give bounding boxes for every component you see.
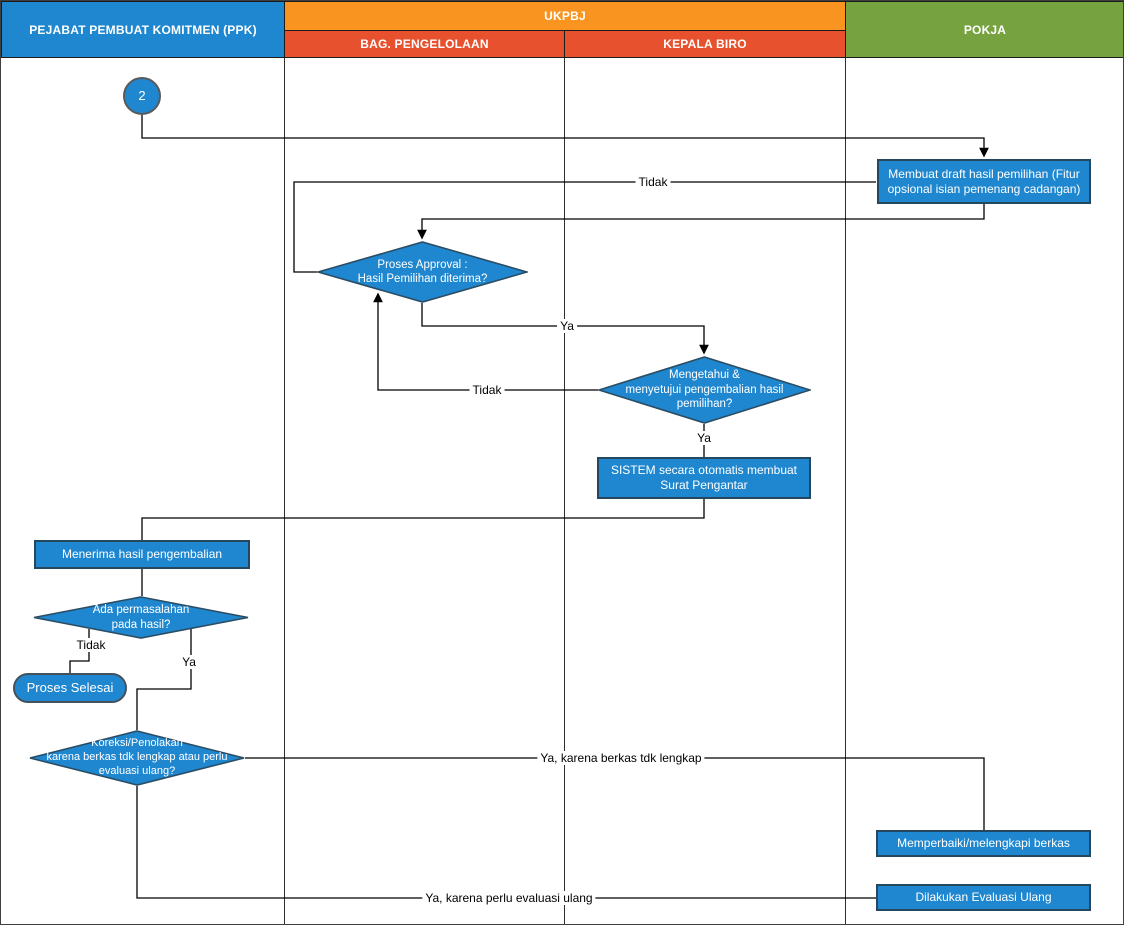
node-dilakukan-evaluasi-ulang: Dilakukan Evaluasi Ulang [876, 884, 1091, 911]
connector-koreksi-to-evaluasi-ulang [136, 786, 876, 899]
connector-membuat-draft-to-approval [417, 204, 985, 240]
node-label: Mengetahui & menyetujui pengembalian has… [625, 369, 784, 411]
node-decision-ada-permasalahan: Ada permasalahan pada hasil? [33, 596, 249, 639]
connector-approval-tidak-to-membuat-draft [293, 181, 876, 273]
connector-ya-to-koreksi [136, 629, 192, 730]
lane-header-ppk: PEJABAT PEMBUAT KOMITMEN (PPK) [1, 1, 285, 58]
node-memperbaiki-berkas: Memperbaiki/melengkapi berkas [876, 830, 1091, 857]
diamond-shape [317, 241, 528, 303]
lane-header-pokja: POKJA [845, 1, 1123, 58]
connector-sistem-to-menerima [141, 499, 705, 540]
node-decision-proses-approval: Proses Approval : Hasil Pemilihan diteri… [317, 241, 528, 303]
node-start-connector: 2 [123, 77, 161, 115]
diamond-shape [29, 730, 245, 786]
edge-label-tidak-kepala: Tidak [469, 383, 505, 397]
node-menerima-hasil: Menerima hasil pengembalian [34, 540, 250, 569]
edge-label-ya-kepala: Ya [694, 431, 714, 445]
lane-header-bag-pengelolaan: BAG. PENGELOLAAN [284, 30, 565, 58]
node-membuat-draft: Membuat draft hasil pemilihan (Fitur ops… [877, 159, 1091, 204]
edge-label-ya-masalah: Ya [179, 655, 199, 669]
connector-koreksi-to-memperbaiki [245, 757, 985, 830]
node-decision-koreksi-penolakan: Koreksi/Penolakan karena berkas tdk leng… [29, 730, 245, 786]
edge-label-tidak-masalah: Tidak [73, 638, 109, 652]
node-label: Proses Approval : Hasil Pemilihan diteri… [357, 258, 488, 285]
node-label: Ada permasalahan pada hasil? [92, 604, 190, 631]
diamond-shape [598, 356, 811, 424]
node-label: Koreksi/Penolakan karena berkas tdk leng… [46, 737, 228, 777]
edge-label-ya-berkas: Ya, karena berkas tdk lengkap [537, 751, 705, 765]
node-proses-selesai: Proses Selesai [13, 673, 127, 703]
edge-label-ya-evaluasi: Ya, karena perlu evaluasi ulang [422, 891, 596, 905]
connector-start-to-membuat-draft [141, 115, 989, 158]
node-sistem-surat-pengantar: SISTEM secara otomatis membuat Surat Pen… [597, 457, 811, 499]
lane-header-kepala-biro: KEPALA BIRO [564, 30, 846, 58]
edge-label-ya-approval: Ya [557, 319, 577, 333]
diamond-shape [33, 596, 249, 639]
edge-label-tidak-approval: Tidak [635, 175, 671, 189]
node-decision-mengetahui: Mengetahui & menyetujui pengembalian has… [598, 356, 811, 424]
connector-mengetahui-tidak-to-approval [373, 292, 598, 391]
